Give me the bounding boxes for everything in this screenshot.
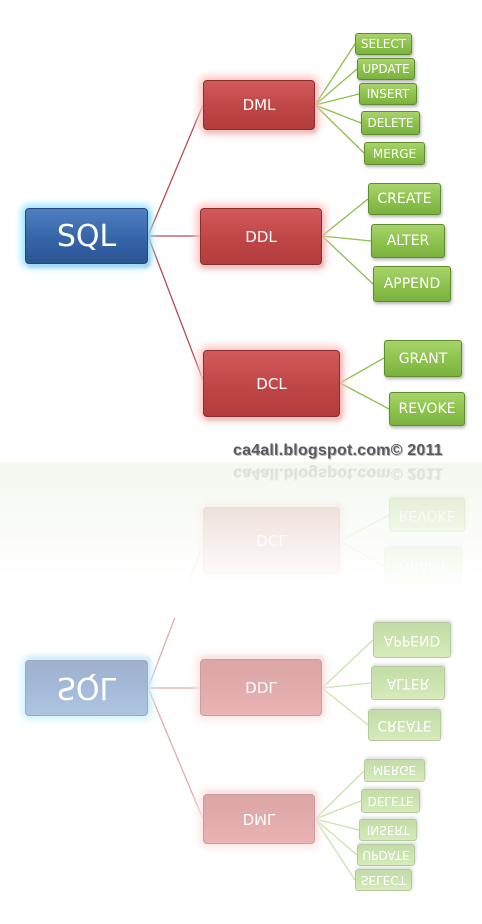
category-node-dcl: DCL [203, 350, 340, 417]
connector-dml-merge [314, 104, 365, 154]
reflected-connector-dml-merge [315, 771, 364, 819]
reflected-connector-root-dml [148, 688, 203, 819]
reflected-connector-ddl-create [322, 688, 368, 725]
connector-ddl-alter [321, 235, 372, 242]
leaf-node-insert: INSERT [359, 83, 417, 105]
reflected-connector-dml-insert [315, 819, 359, 830]
leaf-node-alter: ALTER [371, 224, 445, 258]
reflected-connector-ddl-alter [322, 683, 371, 688]
leaf-node-append: APPEND [373, 266, 451, 302]
connector-ddl-append [321, 235, 374, 285]
connector-dml-delete [314, 104, 362, 124]
reflected-leaf-node-select: SELECT [355, 869, 412, 891]
reflected-leaf-node-alter: ALTER [371, 666, 445, 700]
connector-ddl-create [321, 198, 369, 237]
connector-root-dml [147, 104, 204, 237]
leaf-node-revoke: REVOKE [389, 392, 465, 426]
connector-dml-update [314, 68, 358, 106]
reflected-category-node-ddl: DDL [200, 659, 322, 716]
connector-dcl-revoke [339, 382, 390, 410]
reflected-leaf-node-create: CREATE [368, 709, 441, 741]
leaf-node-select: SELECT [355, 33, 412, 55]
leaf-node-create: CREATE [368, 183, 441, 215]
reflected-leaf-node-insert: INSERT [359, 819, 417, 841]
reflected-leaf-node-merge: MERGE [364, 759, 425, 782]
connector-dml-insert [314, 93, 360, 106]
connector-dcl-grant [339, 357, 385, 384]
reflected-leaf-node-delete: DELETE [361, 789, 420, 813]
sql-hierarchy-diagram: SQL DML DDL DCL SELECT UPDATE INSERT DEL… [25, 33, 465, 459]
category-node-ddl: DDL [200, 208, 322, 265]
copyright-watermark: ca4all.blogspot.com© 2011 [233, 442, 443, 459]
connector-dml-select [314, 43, 356, 106]
leaf-node-grant: GRANT [384, 340, 462, 377]
reflected-root-node-sql: SQL [25, 660, 148, 716]
reflected-connector-dml-select [315, 819, 355, 880]
category-node-dml: DML [203, 80, 315, 130]
connector-lines [147, 43, 390, 410]
reflected-connector-dml-delete [315, 801, 361, 819]
leaf-node-update: UPDATE [357, 58, 415, 80]
reflected-connector-dml-update [315, 819, 357, 855]
connector-root-dcl [147, 235, 204, 381]
reflected-leaf-node-update: UPDATE [357, 844, 415, 866]
reflected-leaf-node-append: APPEND [373, 622, 451, 658]
root-node-sql: SQL [25, 208, 148, 264]
leaf-node-delete: DELETE [361, 111, 420, 135]
leaf-node-merge: MERGE [364, 142, 425, 165]
reflected-category-node-dml: DML [203, 794, 315, 844]
reflected-connector-ddl-append [322, 640, 373, 688]
